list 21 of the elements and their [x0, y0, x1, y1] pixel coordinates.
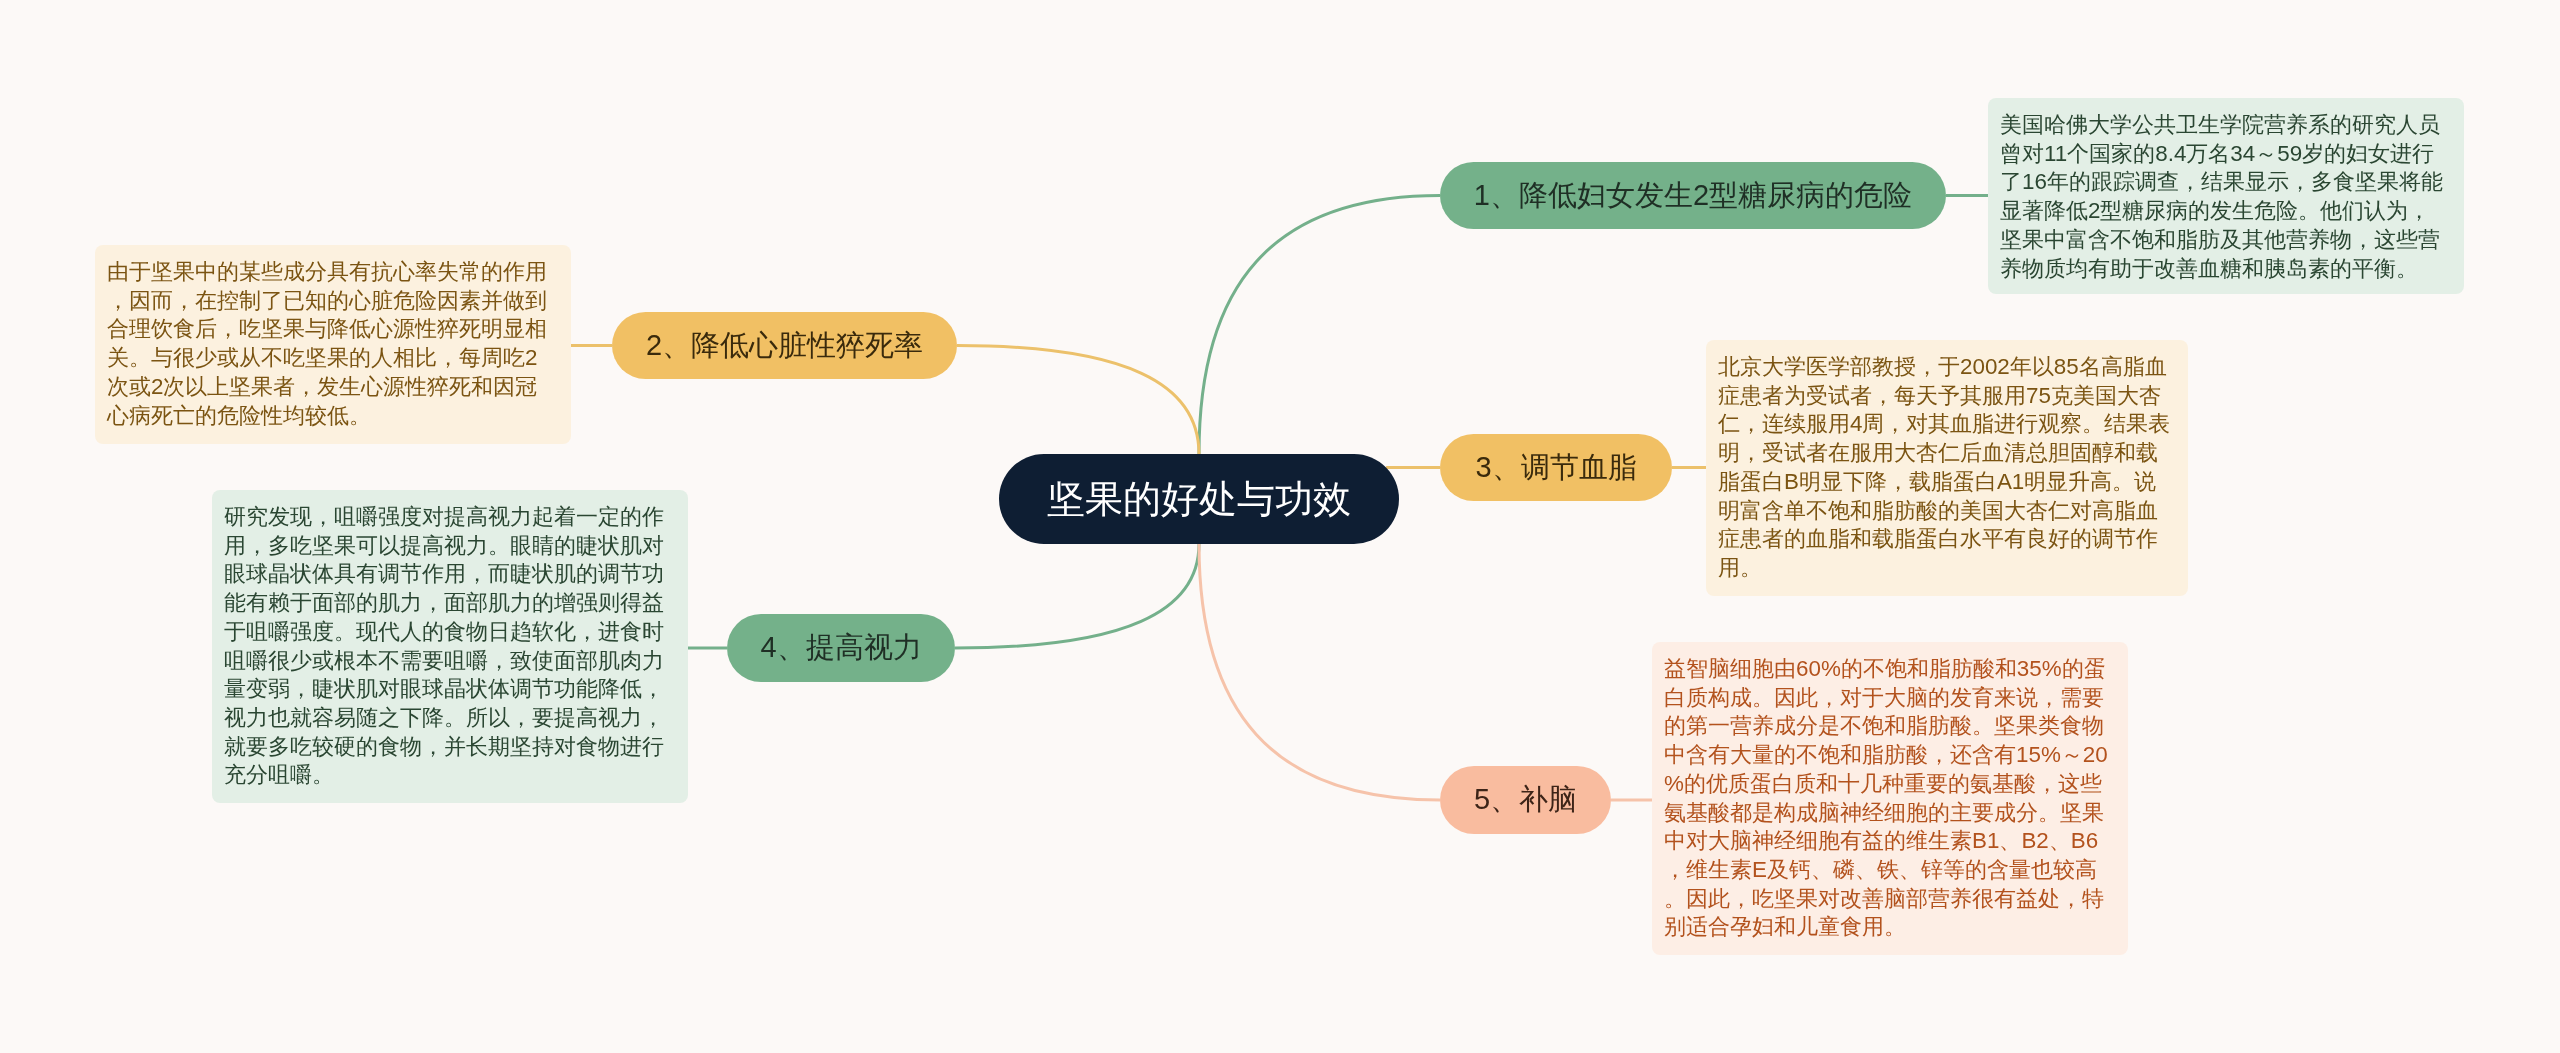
connector-line	[1946, 194, 1988, 197]
connector-line	[688, 646, 727, 650]
note-box: 研究发现，咀嚼强度对提高视力起着一定的作用，多吃坚果可以提高视力。眼睛的睫状肌对眼球晶状体具有调节作用，而睫状肌的调节功能有赖于面部的肌力，面部肌力的增强则得益于咀嚼强度。现代人的食物日趋软化，进食时咀嚼很少或根本不需要咀嚼，致使面部肌肉力量变弱，睫状肌对眼球晶状体调节功能降低，视力也就容易随之下降。所以，要提高视力，就要多吃较硬的食物，并长期坚持对食物进行充分咀嚼。	[212, 490, 688, 803]
connector-line	[956, 344, 1201, 455]
branch-topic-pill: 2、降低心脏性猝死率	[612, 312, 957, 379]
central-topic-pill: 坚果的好处与功效	[999, 454, 1399, 544]
connector-line	[1197, 194, 1441, 455]
branch-topic-pill: 1、降低妇女发生2型糖尿病的危险	[1440, 162, 1946, 229]
branch-topic-pill: 5、补脑	[1440, 766, 1611, 834]
branch-topic-pill: 4、提高视力	[727, 614, 955, 682]
connector-line	[1386, 466, 1440, 469]
connector-line	[1197, 543, 1441, 802]
note-box: 北京大学医学部教授，于2002年以85名高脂血症患者为受试者，每天予其服用75克美国大杏仁，连续服用4周，对其血脂进行观察。结果表明，受试者在服用大杏仁后血清总胆固醇和载脂蛋白B明显下降，载脂蛋白A1明显升高。说明富含单不饱和脂肪酸的美国大杏仁对高脂血症患者的血脂和载脂蛋白水平有良好的调节作用。	[1706, 340, 2188, 596]
note-box: 由于坚果中的某些成分具有抗心率失常的作用，因而，在控制了已知的心脏危险因素并做到合理饮食后，吃坚果与降低心源性猝死明显相关。与很少或从不吃坚果的人相比，每周吃2次或2次以上坚果者，发生心源性猝死和因冠心病死亡的危险性均较低。	[95, 245, 571, 444]
note-box: 美国哈佛大学公共卫生学院营养系的研究人员曾对11个国家的8.4万名34～59岁的妇女进行了16年的跟踪调查，结果显示，多食坚果将能显著降低2型糖尿病的发生危险。他们认为，坚果中富含不饱和脂肪及其他营养物，这些营养物质均有助于改善血糖和胰岛素的平衡。	[1988, 98, 2464, 294]
connector-line	[1611, 798, 1652, 802]
branch-topic-pill: 3、调节血脂	[1440, 434, 1672, 501]
note-box: 益智脑细胞由60%的不饱和脂肪酸和35%的蛋白质构成。因此，对于大脑的发育来说，需要的第一营养成分是不饱和脂肪酸。坚果类食物中含有大量的不饱和脂肪酸，还含有15%～20%的优质蛋白质和十几种重要的氨基酸，这些氨基酸都是构成脑神经细胞的主要成分。坚果中对大脑神经细胞有益的维生素B1、B2、B6，维生素E及钙、磷、铁、锌等的含量也较高。因此，吃坚果对改善脑部营养很有益处，特别适合孕妇和儿童食用。	[1652, 642, 2128, 955]
connector-line	[1672, 466, 1706, 469]
connector-line	[571, 344, 612, 347]
connector-line	[954, 543, 1201, 650]
